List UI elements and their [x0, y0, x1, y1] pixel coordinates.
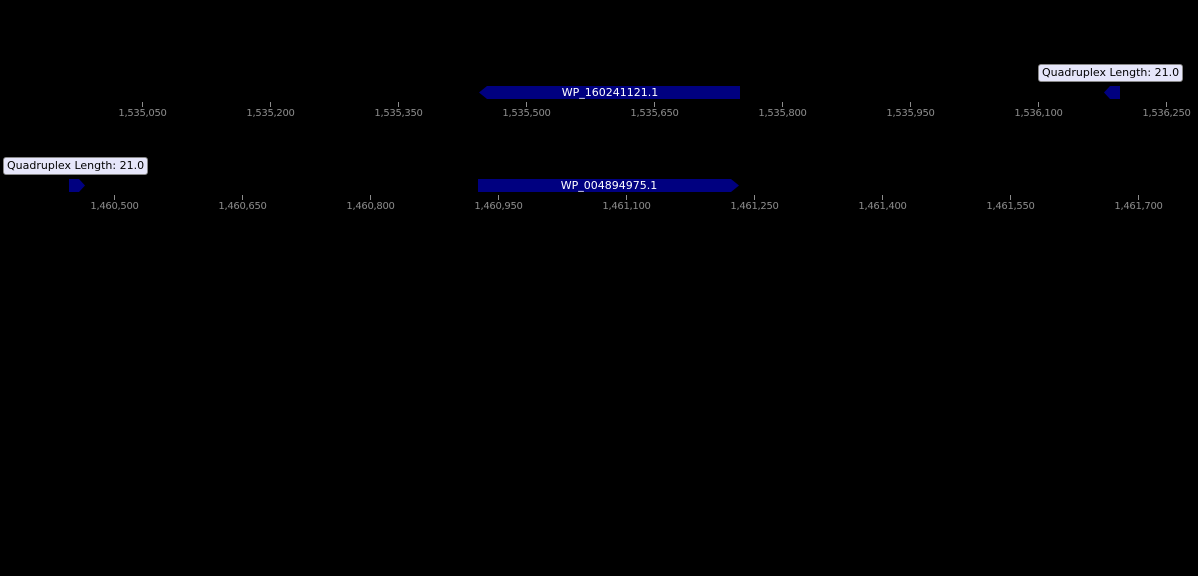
gene-label: WP_004894975.1: [560, 179, 658, 192]
axis-tick: [242, 195, 243, 200]
axis-tick-label: 1,461,250: [730, 201, 779, 212]
axis-tick-label: 1,535,200: [246, 108, 295, 119]
axis-tick-label: 1,535,350: [374, 108, 423, 119]
axis-tick-label: 1,535,050: [118, 108, 167, 119]
genome-track-1: 1,535,050 1,535,200 1,535,350 1,535,500 1,53…: [0, 60, 1198, 120]
axis-tick-label: 1,460,800: [346, 201, 395, 212]
axis-tick: [1038, 102, 1039, 107]
axis-tick-label: 1,535,950: [886, 108, 935, 119]
axis-tick: [398, 102, 399, 107]
axis-tick: [270, 102, 271, 107]
quadruplex-tooltip: Quadruplex Length: 21.0: [3, 157, 149, 175]
gene-label: WP_160241121.1: [561, 86, 659, 99]
axis-tick: [654, 102, 655, 107]
axis-tick-label: 1,461,550: [986, 201, 1035, 212]
quadruplex-arrow-forward[interactable]: [69, 179, 85, 192]
axis-tick: [782, 102, 783, 107]
axis-tick-label: 1,535,500: [502, 108, 551, 119]
axis-tick: [754, 195, 755, 200]
axis-tick-label: 1,461,700: [1114, 201, 1163, 212]
quadruplex-arrow-reverse[interactable]: [1104, 86, 1120, 99]
axis-tick: [910, 102, 911, 107]
axis-tick: [1138, 195, 1139, 200]
axis-tick: [526, 102, 527, 107]
genome-track-2: 1,460,500 1,460,650 1,460,800 1,460,950 1,46…: [0, 153, 1198, 213]
axis-tick-label: 1,535,800: [758, 108, 807, 119]
axis-tick: [114, 195, 115, 200]
axis-tick: [882, 195, 883, 200]
axis-tick-label: 1,460,650: [218, 201, 267, 212]
axis-tick: [370, 195, 371, 200]
gene-arrow-forward[interactable]: [478, 179, 740, 192]
gene-arrow-reverse[interactable]: [479, 86, 741, 99]
axis-tick: [1010, 195, 1011, 200]
axis-tick: [498, 195, 499, 200]
axis-tick-label: 1,460,500: [90, 201, 139, 212]
axis-tick: [626, 195, 627, 200]
axis-tick-label: 1,460,950: [474, 201, 523, 212]
quadruplex-tooltip: Quadruplex Length: 21.0: [1038, 64, 1184, 82]
axis-tick: [142, 102, 143, 107]
axis-tick-label: 1,461,400: [858, 201, 907, 212]
axis-tick-label: 1,535,650: [630, 108, 679, 119]
axis-tick-label: 1,536,100: [1014, 108, 1063, 119]
axis-tick: [1166, 102, 1167, 107]
axis-tick-label: 1,461,100: [602, 201, 651, 212]
axis-tick-label: 1,536,250: [1142, 108, 1191, 119]
